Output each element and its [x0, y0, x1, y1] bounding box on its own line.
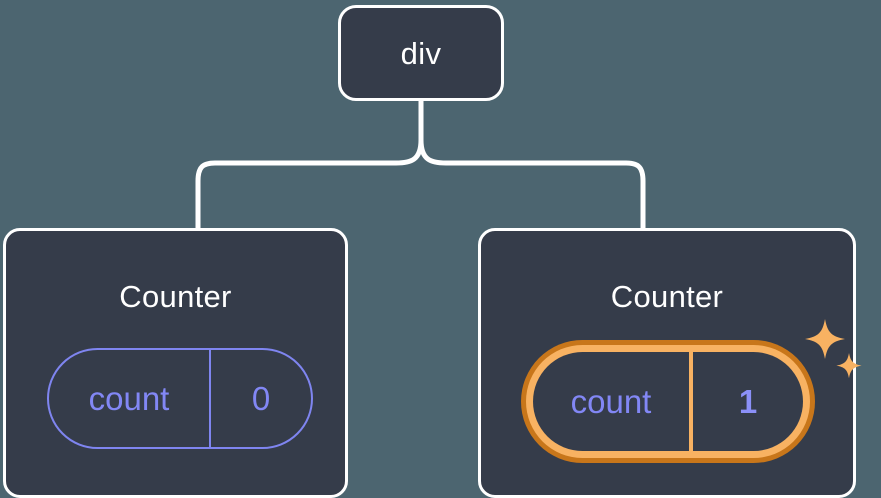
sparkle-small-icon [836, 353, 862, 379]
node-counter-right[interactable]: Counter count 1 [478, 228, 862, 498]
node-counter-left[interactable]: Counter count 0 [3, 228, 348, 498]
state-pill-right-highlight-inner: count 1 [526, 345, 810, 458]
state-pill-right-value: 1 [689, 352, 803, 451]
node-div[interactable]: div [338, 5, 504, 101]
state-pill-right-highlight-ring: count 1 [521, 340, 815, 463]
node-counter-left-label: Counter [119, 279, 232, 314]
node-div-label: div [400, 35, 442, 71]
state-pill-right-key: count [570, 383, 652, 420]
state-pill-right-body: count 1 [533, 352, 803, 451]
node-counter-right-label: Counter [610, 279, 724, 314]
connector-branch-right [418, 137, 646, 231]
state-pill-left[interactable]: count 0 [47, 348, 313, 449]
state-pill-left-value: 0 [209, 350, 311, 447]
state-pill-left-body: count 0 [47, 348, 313, 449]
state-pill-left-key: count [88, 380, 170, 417]
state-pill-right[interactable]: count 1 [521, 340, 815, 463]
connector-branch-left [195, 137, 424, 231]
